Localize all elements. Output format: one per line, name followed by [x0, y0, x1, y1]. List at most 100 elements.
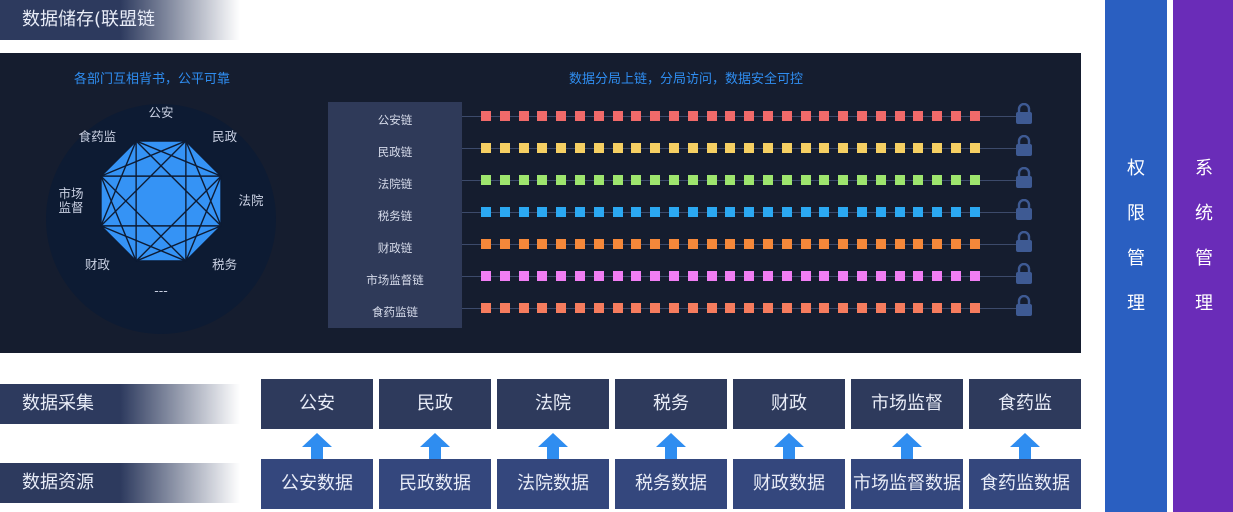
block-square: [575, 175, 585, 185]
block-square: [725, 303, 736, 313]
block-square: [499, 303, 510, 313]
block-square: [875, 303, 886, 313]
block-square: [838, 207, 849, 217]
side-bar-char: 管: [1127, 248, 1145, 269]
resource-item[interactable]: 市场监督数据: [851, 459, 963, 509]
block-square: [913, 239, 924, 249]
collect-item[interactable]: 财政: [733, 379, 845, 429]
resource-item[interactable]: 民政数据: [379, 459, 491, 509]
block-square: [687, 239, 698, 249]
block-square: [706, 303, 717, 313]
resource-item[interactable]: 公安数据: [261, 459, 373, 509]
block-square: [932, 111, 943, 121]
block-square: [499, 239, 510, 249]
block-square: [932, 175, 943, 185]
block-square: [894, 143, 905, 153]
block-square: [575, 143, 585, 153]
block-square: [650, 303, 661, 313]
collect-item[interactable]: 公安: [261, 379, 373, 429]
permission-management-bar[interactable]: 权限管理: [1105, 0, 1167, 512]
block-square: [650, 207, 661, 217]
block-square: [687, 111, 698, 121]
block-square: [556, 175, 567, 185]
system-management-bar[interactable]: 系统管理: [1173, 0, 1233, 512]
block-square: [499, 271, 510, 281]
block-square: [631, 175, 642, 185]
block-square: [875, 111, 886, 121]
block-square: [481, 239, 491, 249]
block-square: [725, 175, 736, 185]
block-square: [781, 175, 792, 185]
block-square: [763, 239, 773, 249]
collect-item[interactable]: 市场监督: [851, 379, 963, 429]
collect-item[interactable]: 税务: [615, 379, 727, 429]
block-square: [612, 111, 623, 121]
block-square: [499, 175, 510, 185]
block-square: [669, 239, 679, 249]
block-square: [857, 303, 867, 313]
resource-item[interactable]: 财政数据: [733, 459, 845, 509]
collect-item[interactable]: 民政: [379, 379, 491, 429]
block-square: [556, 111, 567, 121]
block-square: [518, 303, 529, 313]
block-square: [593, 303, 604, 313]
block-square: [894, 175, 905, 185]
block-square: [857, 271, 867, 281]
block-square: [894, 303, 905, 313]
endorsement-line: [135, 225, 222, 262]
side-bar-char: 权: [1127, 158, 1145, 179]
block-square: [499, 111, 510, 121]
block-square: [894, 111, 905, 121]
lock-icon: [1015, 166, 1033, 189]
block-square: [650, 239, 661, 249]
resource-item[interactable]: 食药监数据: [969, 459, 1081, 509]
collect-item[interactable]: 食药监: [969, 379, 1081, 429]
resource-item[interactable]: 税务数据: [615, 459, 727, 509]
block-square: [669, 175, 679, 185]
block-square: [593, 143, 604, 153]
block-square: [781, 207, 792, 217]
block-square: [781, 239, 792, 249]
block-square: [518, 175, 529, 185]
lock-icon: [1015, 198, 1033, 221]
lock-icon: [1015, 134, 1033, 157]
block-square: [838, 111, 849, 121]
resource-item[interactable]: 法院数据: [497, 459, 609, 509]
block-square: [951, 239, 961, 249]
block-square: [593, 111, 604, 121]
block-square: [687, 271, 698, 281]
block-square: [875, 271, 886, 281]
endorsement-line: [100, 140, 137, 227]
block-square: [725, 111, 736, 121]
block-square: [800, 207, 811, 217]
block-square: [951, 175, 961, 185]
block-square: [481, 111, 491, 121]
block-square: [969, 207, 980, 217]
chain-line: [462, 212, 1022, 213]
block-square: [763, 143, 773, 153]
collect-item[interactable]: 法院: [497, 379, 609, 429]
block-square: [612, 303, 623, 313]
block-square: [969, 239, 980, 249]
block-square: [857, 239, 867, 249]
block-square: [951, 303, 961, 313]
block-square: [725, 143, 736, 153]
block-square: [819, 207, 830, 217]
block-square: [631, 239, 642, 249]
section-collect-label: 数据采集: [0, 384, 240, 424]
side-bar-char: 理: [1195, 293, 1213, 314]
block-square: [969, 271, 980, 281]
block-square: [631, 303, 642, 313]
block-square: [518, 207, 529, 217]
block-square: [913, 111, 924, 121]
block-square: [800, 271, 811, 281]
endorsement-line: [185, 175, 222, 262]
chain-line: [462, 276, 1022, 277]
block-square: [556, 303, 567, 313]
block-square: [744, 111, 755, 121]
endorse-title: 各部门互相背书，公平可靠: [74, 72, 231, 87]
block-square: [537, 111, 548, 121]
endorsement-line: [135, 175, 222, 262]
chain-label: 民政链: [377, 145, 413, 159]
block-square: [913, 271, 924, 281]
